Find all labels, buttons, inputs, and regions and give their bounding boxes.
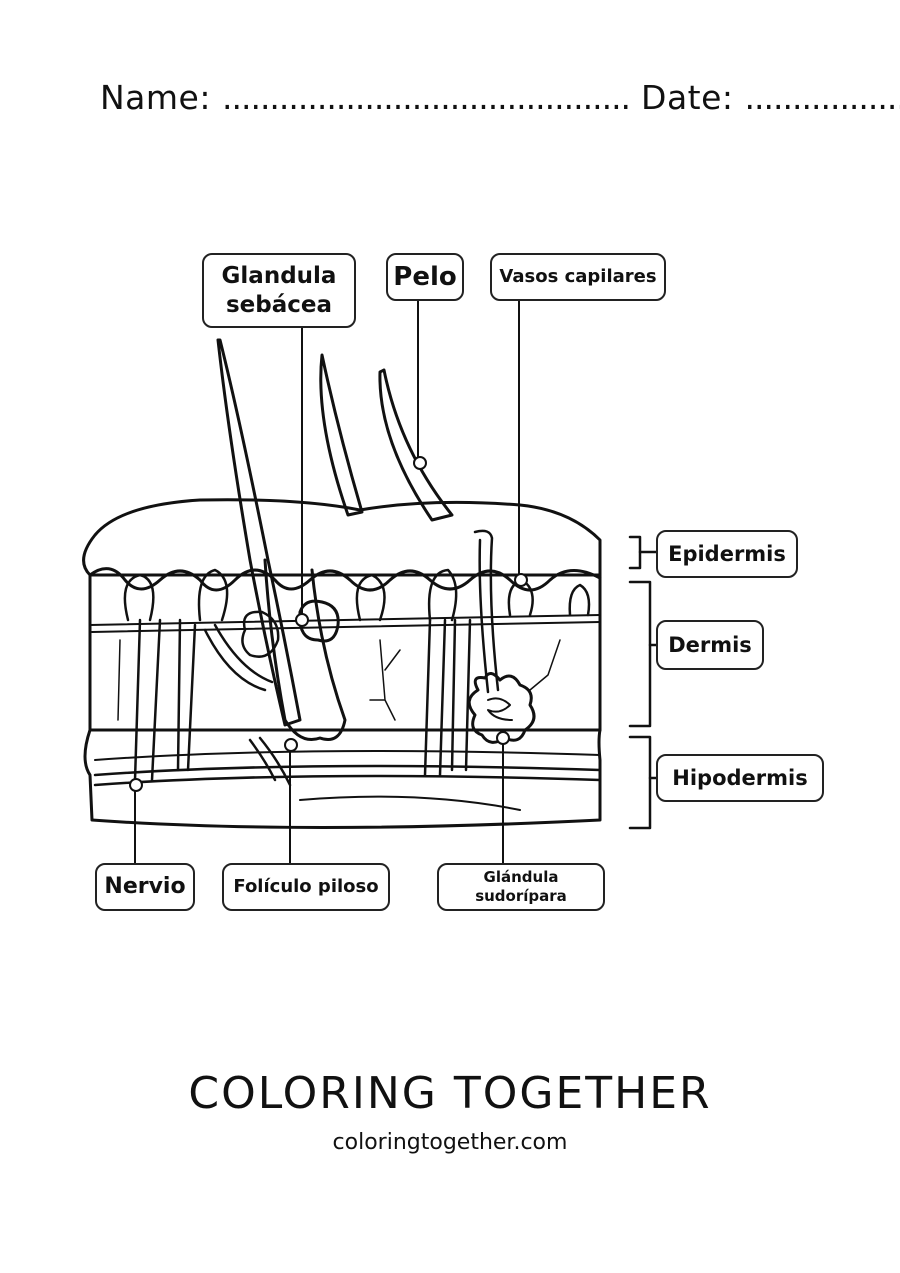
name-label: Name:	[100, 78, 211, 117]
sweat-gland-duct	[473, 529, 500, 692]
date-label: Date:	[641, 78, 734, 117]
label-epidermis: Epidermis	[656, 530, 798, 578]
hair-follicle	[263, 558, 347, 741]
label-foliculo-piloso: Folículo piloso	[222, 863, 390, 911]
label-pelo: Pelo	[386, 253, 464, 301]
hair-shaft-middle	[319, 353, 364, 517]
sebaceous-gland	[298, 599, 340, 643]
label-glandula-sudoripara: Glándula sudorípara	[437, 863, 605, 911]
brand-logo-text: COLORING TOGETHER	[188, 1068, 712, 1119]
label-vasos-capilares: Vasos capilares	[490, 253, 666, 301]
epidermis-layer	[82, 498, 602, 577]
brand-url[interactable]: coloringtogether.com	[332, 1130, 568, 1155]
hair-shaft-long	[216, 338, 302, 727]
label-nervio: Nervio	[95, 863, 195, 911]
label-hipodermis: Hipodermis	[656, 754, 824, 802]
date-blank[interactable]: .................	[744, 78, 900, 117]
label-dermis: Dermis	[656, 620, 764, 670]
sweat-gland-coil	[467, 672, 536, 744]
dermis-layer	[88, 573, 602, 732]
name-blank[interactable]: ........................................…	[221, 78, 631, 117]
label-glandula-sebacea: Glandula sebácea	[202, 253, 356, 328]
layer-brackets	[628, 535, 658, 830]
hair-shaft-right	[378, 368, 454, 522]
worksheet-header: Name: ..................................…	[100, 78, 900, 117]
capillary-loops	[123, 568, 591, 782]
